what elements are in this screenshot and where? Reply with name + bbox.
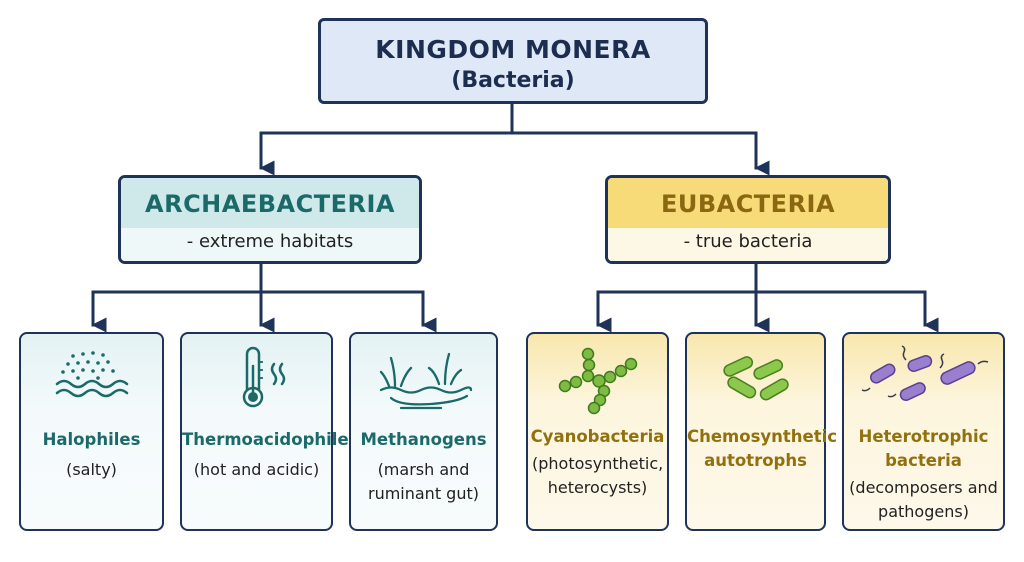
chemosynthetic-card: Chemosynthetic autotrophs	[685, 332, 838, 531]
cyanobacteria-desc-line1: (photosynthetic,	[532, 454, 664, 473]
kingdom-monera-box: KINGDOM MONERA (Bacteria)	[318, 18, 708, 104]
halophiles-desc: (salty)	[66, 460, 117, 479]
root-title: KINGDOM MONERA	[375, 35, 651, 64]
archaebacteria-box: ARCHAEBACTERIA - extreme habitats	[118, 175, 422, 264]
heterotrophic-card: Heterotrophic bacteria (decomposers and …	[842, 332, 1005, 531]
thermoacidophiles-name: Thermoacidophiles	[182, 430, 359, 449]
rod-bacteria-icon	[723, 356, 789, 401]
heterotrophic-name-line1: Heterotrophic	[858, 427, 989, 446]
eubacteria-title: EUBACTERIA	[608, 178, 888, 228]
chemosynthetic-name-line2: autotrophs	[704, 451, 807, 470]
heterotrophic-desc-line2: pathogens)	[878, 502, 969, 521]
heterotrophic-desc-line1: (decomposers and	[849, 478, 998, 497]
halophiles-name: Halophiles	[42, 430, 141, 449]
methanogens-name: Methanogens	[360, 430, 487, 449]
archaebacteria-title: ARCHAEBACTERIA	[121, 178, 419, 228]
flagellated-bacteria-icon	[861, 345, 989, 401]
chemosynthetic-name-line1: Chemosynthetic	[687, 427, 838, 446]
marsh-icon	[379, 352, 473, 410]
halophiles-card: Halophiles (salty)	[19, 332, 164, 531]
methanogens-desc-line1: (marsh and	[377, 460, 470, 479]
cyanobacteria-desc-line2: heterocysts)	[547, 478, 648, 497]
cyanobacteria-filament-icon	[558, 347, 638, 415]
methanogens-desc-line2: ruminant gut)	[367, 484, 479, 503]
root-subtitle: (Bacteria)	[451, 68, 575, 93]
thermometer-icon	[242, 346, 286, 408]
salt-water-icon	[55, 351, 129, 398]
thermoacidophiles-card: Thermoacidophiles (hot and acidic)	[180, 332, 359, 531]
thermoacidophiles-desc: (hot and acidic)	[193, 460, 320, 479]
eubacteria-box: EUBACTERIA - true bacteria	[605, 175, 891, 264]
cyanobacteria-card: Cyanobacteria (photosynthetic, heterocys…	[526, 332, 669, 531]
eubacteria-subtitle: - true bacteria	[608, 228, 888, 261]
methanogens-card: Methanogens (marsh and ruminant gut)	[349, 332, 498, 531]
archaebacteria-subtitle: - extreme habitats	[121, 228, 419, 261]
heterotrophic-name-line2: bacteria	[885, 451, 962, 470]
cyanobacteria-name: Cyanobacteria	[530, 427, 665, 446]
